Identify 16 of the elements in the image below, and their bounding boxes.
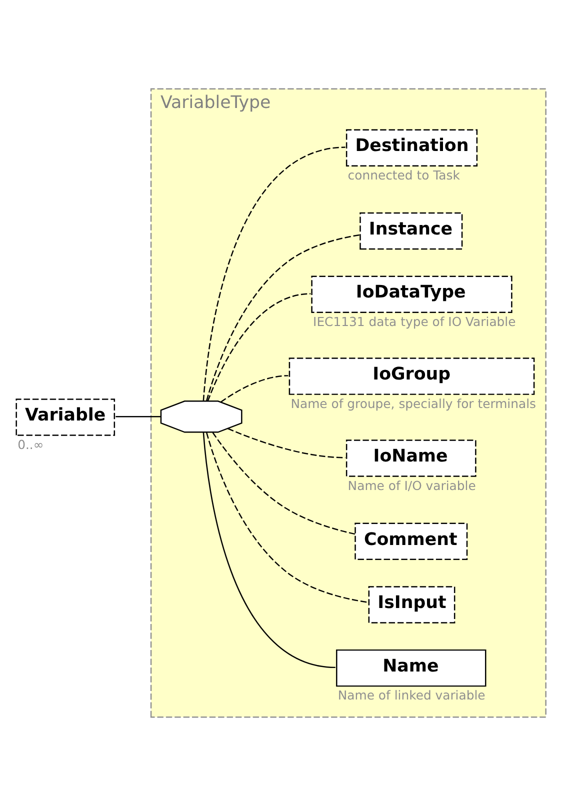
node-label: 0..∞ <box>18 436 44 452</box>
connector <box>202 432 336 668</box>
connector <box>116 416 161 418</box>
connector <box>202 146 346 402</box>
node-label: Name of linked variable <box>338 688 486 703</box>
connector <box>227 428 346 458</box>
node-label: IEC1131 data type of IO Variable <box>313 314 516 330</box>
node-label: Name of I/O variable <box>348 478 476 493</box>
connector <box>206 432 369 604</box>
connector <box>212 432 356 535</box>
connector <box>206 234 360 401</box>
connector <box>220 375 288 403</box>
node-label: Name of groupe, specially for terminals <box>290 396 536 411</box>
connector <box>207 293 311 402</box>
node-label: connected to Task <box>348 168 460 183</box>
node-octagon <box>160 400 242 433</box>
